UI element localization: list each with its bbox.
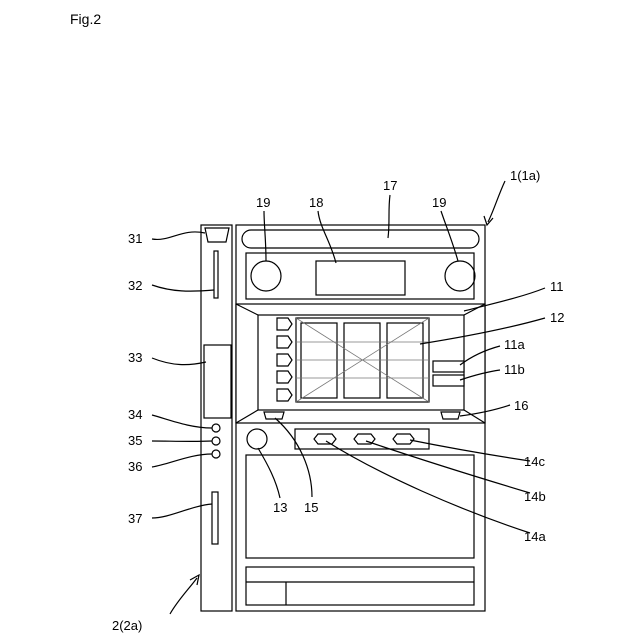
part-37-slot (212, 492, 218, 544)
leader-2-arrow (190, 575, 199, 585)
label-19-right: 19 (432, 195, 446, 210)
label-14a: 14a (524, 529, 546, 544)
label-18: 18 (309, 195, 323, 210)
main-machine (236, 225, 485, 611)
label-37: 37 (128, 511, 142, 526)
bottom-tray (246, 567, 474, 605)
label-14b: 14b (524, 489, 546, 504)
label-11b: 11b (504, 362, 525, 377)
part-33-window (204, 345, 231, 418)
label-19-left: 19 (256, 195, 270, 210)
label-17: 17 (383, 178, 397, 193)
label-1: 1(1a) (510, 168, 540, 183)
label-13: 13 (273, 500, 287, 515)
label-35: 35 (128, 433, 142, 448)
leader-1 (488, 181, 505, 222)
part-32-slot (214, 251, 218, 298)
part-11a-display (433, 361, 464, 372)
leader-31 (152, 232, 205, 240)
leader-2 (170, 578, 197, 614)
label-36: 36 (128, 459, 142, 474)
label-12: 12 (550, 310, 564, 325)
label-11: 11 (550, 279, 564, 294)
label-33: 33 (128, 350, 142, 365)
side-unit (201, 225, 232, 611)
part-18-display (316, 261, 405, 295)
label-2: 2(2a) (112, 618, 142, 633)
part-11b-display (433, 375, 464, 386)
label-31: 31 (128, 231, 142, 246)
label-15: 15 (304, 500, 318, 515)
label-34: 34 (128, 407, 142, 422)
label-32: 32 (128, 278, 142, 293)
label-11a: 11a (504, 337, 525, 352)
label-16: 16 (514, 398, 528, 413)
figure-title: Fig.2 (70, 11, 101, 27)
leader-33 (152, 358, 206, 365)
label-14c: 14c (524, 454, 545, 469)
part-17-top-bar (242, 230, 479, 248)
part-14-button-panel (295, 429, 429, 449)
